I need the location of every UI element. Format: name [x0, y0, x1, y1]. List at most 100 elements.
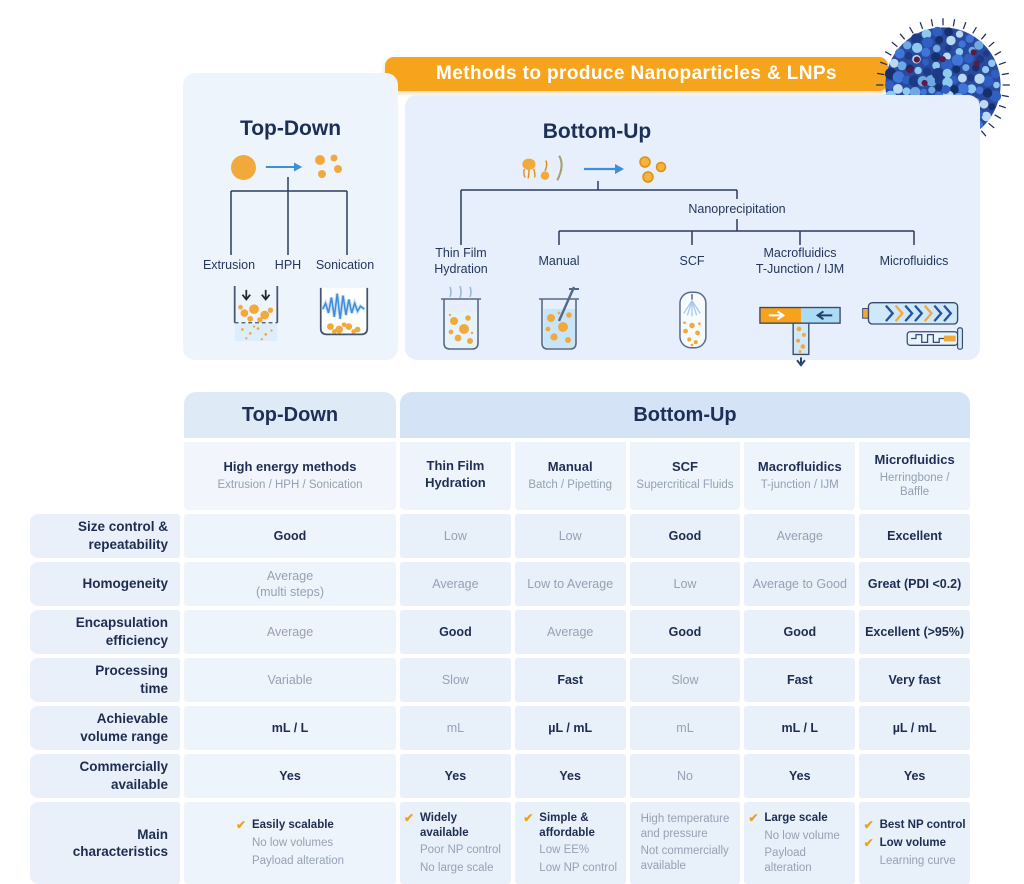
check-icon: ✔ [863, 835, 874, 850]
table-cell: mL [400, 706, 511, 750]
table-cell: Average [514, 610, 626, 654]
check-icon: ✔ [404, 810, 415, 825]
bottom-up-title: Bottom-Up [542, 120, 652, 143]
table-cell: Fast [514, 658, 626, 702]
arrow-right-icon [584, 164, 624, 174]
row-label: Size control & repeatability [30, 514, 180, 558]
lipid-components-icon [522, 155, 563, 181]
table-cell: Yes [184, 754, 396, 798]
table-cell: Average [400, 562, 511, 606]
bottom-up-tree-lines [460, 181, 915, 245]
table-cell: Good [744, 610, 856, 654]
characteristic-item: Poor NP control [420, 844, 501, 857]
table-cell: Yes [514, 754, 626, 798]
table-cell: Low [400, 514, 511, 558]
page-title: Methods to produce Nanoparticles & LNPs [436, 63, 837, 84]
characteristic-item: High temperature and pressure [640, 813, 730, 841]
characteristic-item: Low EE% [539, 844, 590, 857]
table-cell: mL [629, 706, 741, 750]
table-cell: Good [629, 610, 741, 654]
table-cell: Yes [859, 754, 970, 798]
header-spacer [30, 392, 180, 438]
characteristic-item: Not commercially available [640, 845, 729, 873]
row-label: Commercially available [30, 754, 180, 798]
check-icon: ✔ [235, 817, 247, 832]
top-down-tree-lines [230, 177, 348, 255]
top-down-schematic [231, 153, 344, 181]
group-header-bottom-up: Bottom-Up [400, 392, 970, 438]
characteristic-item: Learning curve [879, 854, 956, 867]
table-cell: Great (PDI <0.2) [859, 562, 970, 606]
top-down-panel: Top-Down Extrusion HPH Sonication [183, 73, 398, 360]
table-cell: Average (multi steps) [184, 562, 396, 606]
row-label: Processing time [30, 658, 180, 702]
characteristic-item: No large scale [420, 861, 494, 874]
check-icon: ✔ [748, 810, 759, 825]
table-cell: Fast [744, 658, 856, 702]
nanoprecipitation-label: Nanoprecipitation [688, 202, 786, 216]
row-label: Main characteristics [30, 802, 180, 884]
manual-beaker-icon [539, 286, 579, 350]
table-cell: Excellent (>95%) [859, 610, 970, 654]
bottom-up-panel: Bottom-Up Nanoprecipitation Thin Film H [405, 95, 980, 367]
table-cell: Good [400, 610, 511, 654]
characteristic-item: ✔Widely available [404, 810, 469, 839]
method-label-manual: Manual [538, 254, 580, 268]
bottom-up-schematic [518, 152, 668, 186]
table-cell: Slow [629, 658, 741, 702]
title-banner: Methods to produce Nanoparticles & LNPs [385, 57, 888, 91]
method-label-extrusion: Extrusion [202, 258, 256, 272]
check-icon: ✔ [863, 817, 874, 832]
table-cell: No [629, 754, 741, 798]
characteristic-item: ✔Easily scalable [235, 817, 334, 832]
characteristic-item: No low volume [764, 829, 840, 842]
table-cell: µL / mL [514, 706, 626, 750]
top-down-title: Top-Down [239, 117, 342, 140]
table-cell: Average to Good [744, 562, 856, 606]
characteristic-item: Low NP control [539, 861, 618, 874]
table-cell: Excellent [859, 514, 970, 558]
row-label: Homogeneity [30, 562, 180, 606]
characteristic-item: Payload alteration [251, 854, 345, 867]
table-cell: Low [514, 514, 626, 558]
table-cell: µL / mL [859, 706, 970, 750]
method-label-macrofluidics: Macrofluidics T-Junction / IJM [755, 246, 845, 277]
method-label-hph: HPH [274, 258, 302, 272]
scf-icon [679, 291, 707, 349]
subheader-spacer [30, 442, 180, 510]
table-cell: Very fast [859, 658, 970, 702]
t-junction-icon [759, 306, 841, 367]
group-header-top-down: Top-Down [184, 392, 396, 438]
table-cell: Low to Average [514, 562, 626, 606]
method-label-microfluidics: Microfluidics [879, 254, 949, 268]
row-label: Encapsulation efficiency [30, 610, 180, 654]
nanoparticles-icon [315, 154, 342, 178]
characteristic-item: No low volumes [251, 837, 334, 850]
characteristic-item: ✔Simple & affordable [523, 810, 595, 839]
column-header: Thin Film Hydration [400, 442, 511, 510]
table-cell: Yes [400, 754, 511, 798]
bulk-particle-icon [231, 154, 256, 180]
table-cell: Average [184, 610, 396, 654]
table-cell: Average [744, 514, 856, 558]
check-icon: ✔ [523, 810, 534, 825]
arrow-right-icon [265, 162, 303, 172]
characteristic-item: ✔Large scale [748, 810, 828, 825]
characteristic-item: ✔Low volume [863, 835, 947, 850]
table-cell: mL / L [184, 706, 396, 750]
table-cell: Yes [744, 754, 856, 798]
characteristic-item: Payload alteration [764, 847, 812, 874]
extrusion-icon [233, 285, 279, 342]
table-cell: Variable [184, 658, 396, 702]
